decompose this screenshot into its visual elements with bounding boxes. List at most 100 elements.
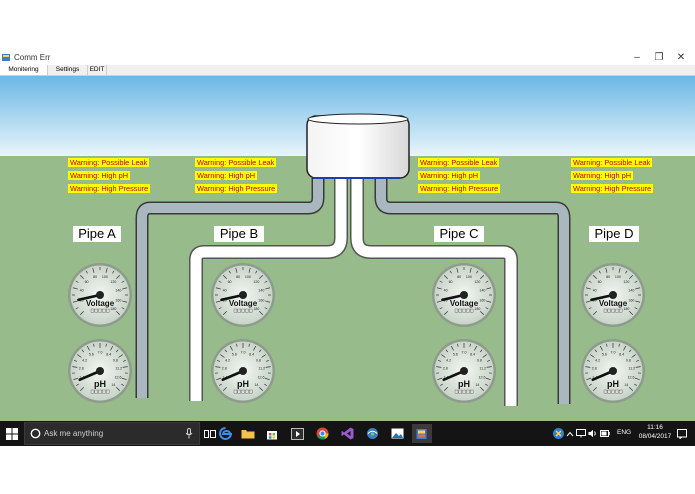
gauge-tick-label: 100	[102, 275, 108, 279]
tab-monitering-panel[interactable]: Monitering Panel	[0, 65, 48, 83]
warning-possible-leak: Warning: Possible Leak	[68, 158, 150, 167]
digit-cell	[94, 389, 98, 394]
app-tray-icon[interactable]	[548, 424, 568, 443]
start-button[interactable]	[2, 424, 22, 443]
gauge-tick-label: 9.8	[256, 358, 261, 362]
gauge-tick	[122, 359, 127, 362]
store-icon[interactable]	[262, 424, 282, 443]
gauge-tick	[486, 359, 491, 362]
gauge-tick	[264, 383, 268, 386]
maximize-button[interactable]: ❐	[654, 52, 664, 63]
gauge-tick	[441, 354, 446, 358]
gauge-tick	[599, 345, 603, 351]
gauge-label: Voltage	[599, 299, 628, 308]
gauge-tick	[265, 366, 271, 368]
digit-cell	[102, 308, 106, 313]
digit-cell	[237, 308, 241, 313]
gauge-tick	[456, 267, 459, 273]
gauge-label: Voltage	[229, 299, 258, 308]
gauge-tick	[625, 270, 628, 274]
minimize-button[interactable]: –	[634, 52, 640, 63]
gauge-tick-label: 160	[479, 298, 485, 302]
tab-edit[interactable]: EDIT	[88, 65, 107, 75]
gauge-tick	[215, 300, 221, 303]
clock-time[interactable]: 11:16	[647, 424, 663, 431]
media-player-icon[interactable]	[287, 424, 307, 443]
gauge-tick-label: 140	[258, 289, 264, 293]
gauge-tick	[115, 349, 119, 353]
file-explorer-icon[interactable]	[238, 424, 258, 443]
gauge-tick-label: 40	[223, 289, 227, 293]
pipe-d-label: Pipe D	[589, 226, 639, 242]
tab-strip: Monitering Panel Settings Panel EDIT	[0, 65, 695, 83]
gauge-tick-label: 4.2	[446, 358, 451, 362]
digit-cell	[241, 308, 245, 313]
show-hidden-icons[interactable]	[565, 424, 575, 443]
gauge-tick-label: 11.2	[479, 367, 486, 371]
gauge-tick-label: 4.2	[595, 358, 600, 362]
gauge-tick-label: 8.4	[249, 353, 254, 357]
tab-settings-panel[interactable]: Settings Panel	[48, 65, 88, 83]
gauge-tick-label: 180	[623, 307, 629, 311]
chrome-icon[interactable]	[312, 424, 332, 443]
close-button[interactable]: ✕	[676, 52, 686, 63]
gauge-tick	[248, 343, 250, 347]
gauge-tick	[92, 267, 95, 273]
clock-date[interactable]: 08/04/2017	[638, 433, 672, 440]
gauge-tick	[248, 267, 251, 273]
gauge-tick	[116, 274, 121, 279]
gauge-tick	[635, 366, 641, 368]
network-tool-icon[interactable]	[362, 424, 382, 443]
gauge-tick	[635, 359, 640, 362]
gauge-tick	[485, 280, 489, 283]
gauge-tick-label: 5.6	[602, 353, 607, 357]
digit-cell	[245, 308, 249, 313]
gauge-tick-label: 7.0	[98, 351, 103, 355]
battery-icon[interactable]	[600, 424, 610, 443]
gauge-tick	[228, 270, 231, 274]
gauge-tick	[75, 383, 79, 386]
language-indicator[interactable]: ENG	[617, 429, 632, 436]
edge-browser-icon[interactable]	[215, 424, 235, 443]
visual-studio-icon[interactable]	[337, 424, 357, 443]
gauge-tick	[236, 343, 238, 347]
gauge-tick	[439, 280, 443, 283]
gauge-tick	[75, 307, 79, 310]
comm-err-app-icon[interactable]	[412, 424, 432, 443]
gauge-tick	[486, 300, 492, 303]
gauge-tick	[85, 270, 88, 274]
gauge-tick	[224, 349, 228, 353]
network-icon[interactable]	[576, 424, 586, 443]
gauge-tick	[436, 366, 442, 368]
photos-icon[interactable]	[387, 424, 407, 443]
gauge-tick-label: 80	[606, 275, 610, 279]
gauge-tick	[598, 270, 601, 274]
gauge-tick	[629, 274, 634, 279]
warning-possible-leak: Warning: Possible Leak	[418, 158, 500, 167]
digit-cell	[470, 389, 474, 394]
gauge-tick-label: 12.6	[258, 375, 265, 379]
gauge-tick	[79, 311, 84, 316]
search-placeholder: Ask me anything	[44, 429, 104, 438]
search-input[interactable]: Ask me anything	[24, 422, 200, 445]
gauge-tick	[629, 387, 634, 392]
gauge-tick-label: 14	[624, 383, 628, 387]
gauge-tick-label: 11.2	[258, 367, 265, 371]
gauge-tick	[443, 387, 448, 392]
task-view-icon[interactable]	[200, 424, 220, 443]
gauge-tick	[606, 343, 608, 347]
gauge-tick	[215, 366, 221, 368]
digit-cell	[611, 308, 615, 313]
gauge-hub	[460, 367, 468, 375]
digit-cell	[249, 308, 253, 313]
pipe-b-label: Pipe B	[214, 226, 264, 242]
gauge-tick-label: 5.6	[232, 353, 237, 357]
gauge-tick	[635, 300, 641, 303]
digit-cell	[241, 389, 245, 394]
action-center-icon[interactable]	[675, 424, 689, 443]
gauge-tick	[222, 274, 227, 279]
microphone-icon[interactable]	[185, 428, 193, 439]
volume-icon[interactable]	[588, 424, 598, 443]
